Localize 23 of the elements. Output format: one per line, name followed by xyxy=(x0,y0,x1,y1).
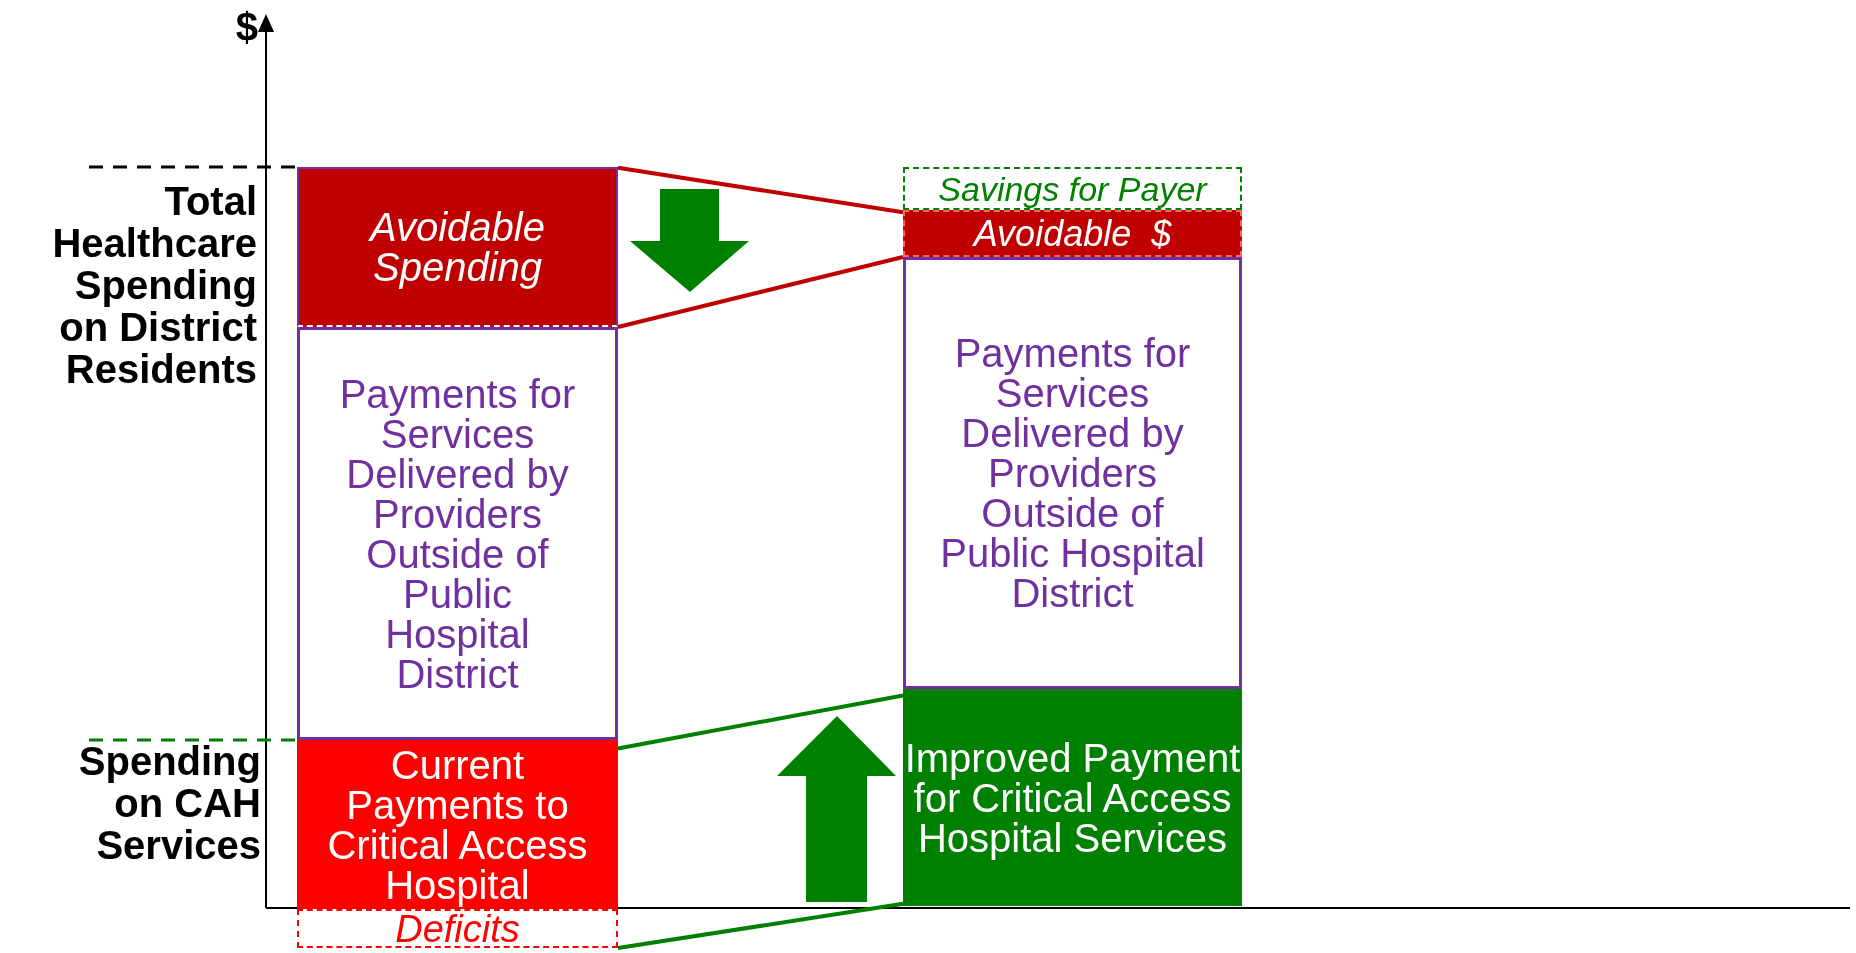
segment-label: Savings for Payer xyxy=(938,171,1207,206)
segment-label: Payments for Services Delivered by Providers Outside of Public Hospital District xyxy=(338,373,577,694)
spending-segment xyxy=(297,740,618,909)
connector-line xyxy=(617,693,904,751)
bracket-label: Spending on CAH Services xyxy=(77,740,261,866)
segment-label: Avoidable Spending xyxy=(367,207,546,287)
connector-line xyxy=(617,165,904,215)
segment-label: Payments for Services Delivered by Providers Outside of Public Hospital District xyxy=(939,333,1206,613)
spending-segment xyxy=(297,167,618,327)
segment-label: Current Payments to Critical Access Hospital xyxy=(326,744,589,905)
savings-segment xyxy=(903,167,1242,210)
segment-label: Deficits xyxy=(395,909,520,948)
spending-segment xyxy=(903,689,1242,906)
axis-label: $ xyxy=(234,6,258,48)
connector-line xyxy=(617,255,904,329)
connector-line xyxy=(617,901,904,950)
bracket-label: Total Healthcare Spending on District Residents xyxy=(51,180,257,390)
segment-label: Improved Payment for Critical Access Hospital Services xyxy=(903,737,1242,858)
segment-label: Avoidable $ xyxy=(973,215,1172,252)
spending-segment xyxy=(903,210,1242,257)
deficit-segment xyxy=(297,909,618,948)
spending-segment xyxy=(297,327,618,740)
spending-segment xyxy=(903,257,1242,689)
